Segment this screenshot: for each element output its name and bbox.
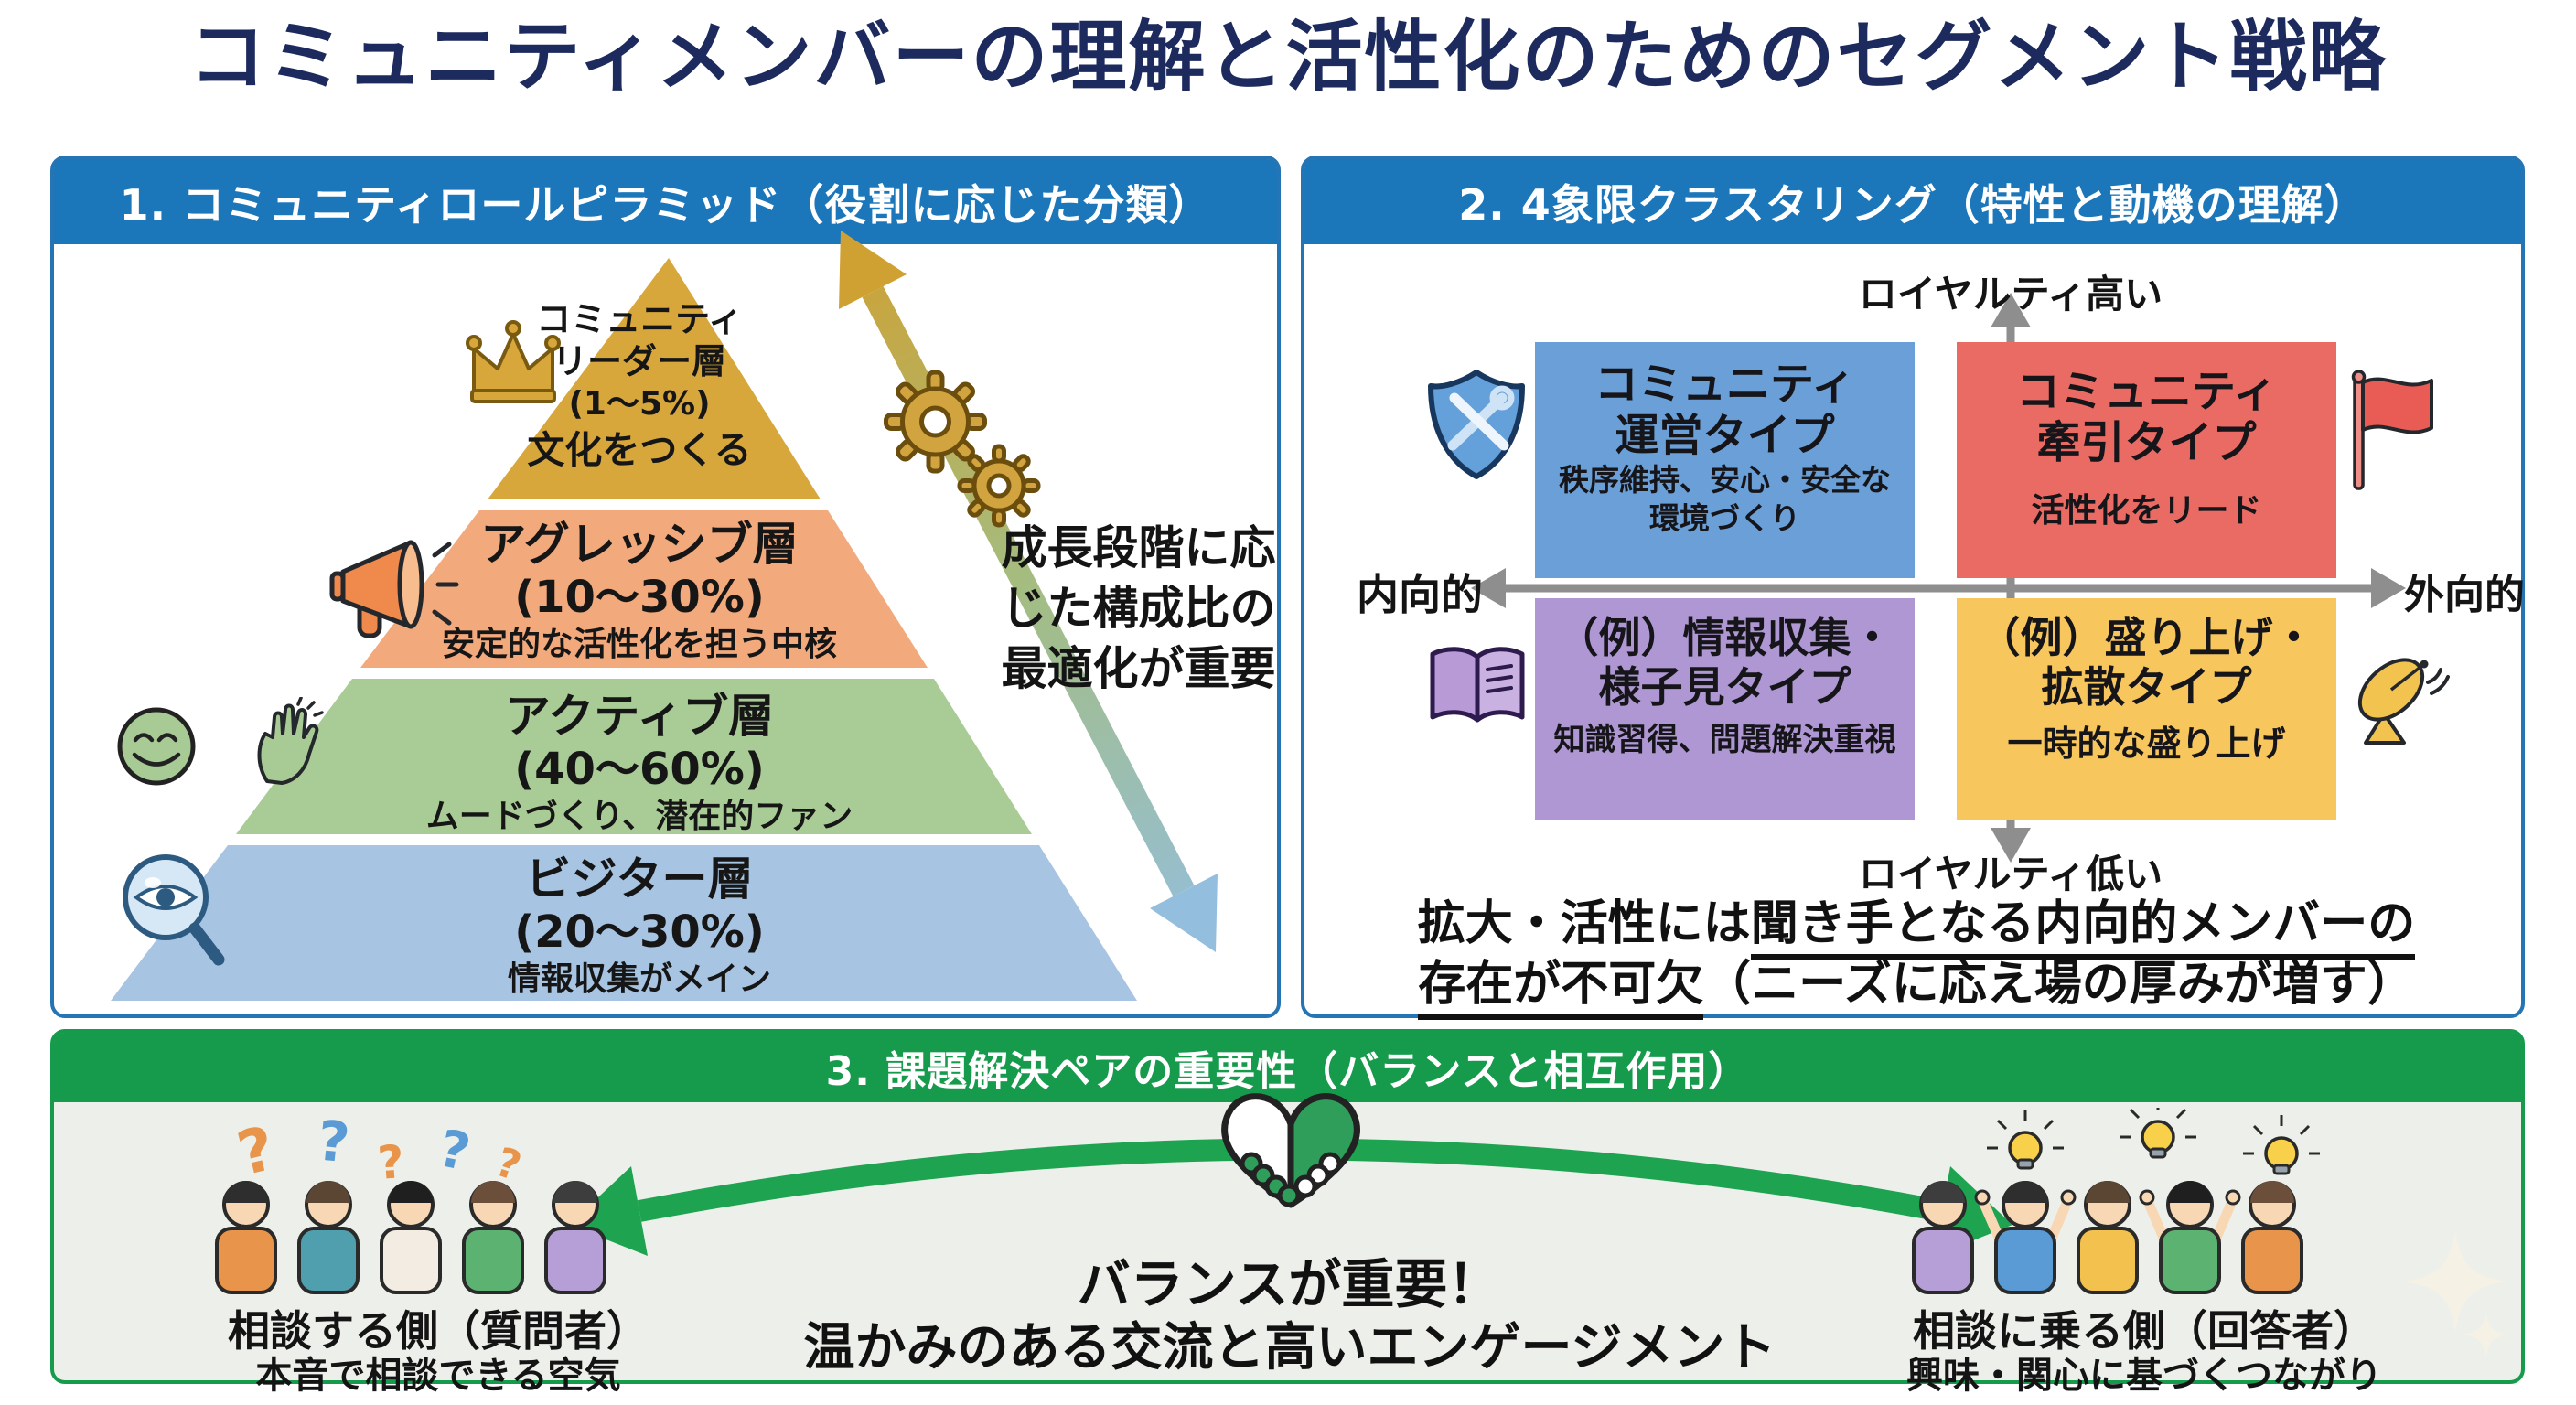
axis-label-extrovert: 外向的 <box>2404 572 2525 618</box>
svg-text:?: ? <box>376 1135 406 1190</box>
pyramid-active-text: アクティブ層 (40〜60%) ムードづくり、潜在的ファン <box>365 690 914 838</box>
balance-subline: 温かみのある交流と高いエンゲージメント <box>803 1318 1776 1378</box>
waving-hand-icon <box>257 697 324 785</box>
handshake-icon <box>1221 1093 1360 1208</box>
panel1-header: 1. コミュニティロールピラミッド（役割に応じた分類） <box>54 159 1277 244</box>
panel-problem-solving-pair: 3. 課題解決ペアの重要性（バランスと相互作用） ? ? ? ? ? <box>50 1029 2525 1397</box>
pyramid-aggressive-text: アグレッシブ層 (10〜30%) 安定的な活性化を担う中核 <box>365 518 914 666</box>
layer-desc: 文化をつくる <box>527 428 752 472</box>
layer-ratio: (10〜30%) <box>514 572 765 623</box>
megaphone-icon <box>329 540 459 638</box>
quadrant-desc: 秩序維持、安心・安全な 環境づくり <box>1559 462 1891 536</box>
panel3-header: 3. 課題解決ペアの重要性（バランスと相互作用） <box>54 1033 2521 1102</box>
crown-icon <box>466 320 561 403</box>
open-book-icon <box>1430 647 1525 723</box>
left-group-title: 相談する側（質問者） <box>228 1306 649 1356</box>
balance-headline: バランスが重要！ <box>1077 1253 1501 1315</box>
layer-ratio: (40〜60%) <box>514 744 765 795</box>
svg-text:?: ? <box>314 1109 352 1175</box>
panel-quadrant-clustering: 2. 4象限クラスタリング（特性と動機の理解） ロイヤルティ高い ロイヤルティ低… <box>1301 156 2528 1020</box>
quadrant-community-management: コミュニティ 運営タイプ 秩序維持、安心・安全な 環境づくり <box>1535 342 1915 578</box>
note-underlined: 聞き手となる内向的メンバーの <box>1750 896 2416 960</box>
growth-side-note: 成長段階に応 じた構成比の 最適化が重要 <box>1001 521 1276 695</box>
pyramid-layer-visitor <box>111 845 1137 1001</box>
layer-name: ビジター層 <box>525 853 754 906</box>
axis-label-loyalty-high: ロイヤルティ高い <box>1858 272 2163 316</box>
shield-tools-icon <box>1428 370 1525 479</box>
quadrant-desc: 知識習得、問題解決重視 <box>1553 722 1896 758</box>
satellite-dish-icon <box>2357 658 2450 745</box>
layer-desc: 情報収集がメイン <box>507 960 771 998</box>
red-flag-icon <box>2351 370 2433 490</box>
quadrant-info-gathering: （例）情報収集・ 様子見タイプ 知識習得、問題解決重視 <box>1535 598 1915 820</box>
pyramid-layer-leader <box>488 258 821 499</box>
quadrant-desc: 活性化をリード <box>2031 492 2262 530</box>
note-underlined: 存在が不可欠 <box>1418 957 1704 1020</box>
lightbulb-people-illustration <box>1912 1108 2320 1294</box>
quadrant-title: （例）盛り上げ・ 拡散タイプ <box>1978 613 2315 712</box>
panel2-note-line1: 拡大・活性には聞き手となる内向的メンバーの <box>1304 896 2528 960</box>
magnifier-eye-icon <box>123 854 225 966</box>
svg-text:?: ? <box>434 1119 475 1183</box>
layer-name: コミュニティ リーダー層 <box>536 299 743 381</box>
layer-ratio: (1〜5%) <box>568 385 711 423</box>
layer-desc: ムードづくり、潜在的ファン <box>425 798 853 835</box>
quadrant-title: コミュニティ 運営タイプ <box>1594 359 1856 461</box>
question-people-illustration: ? ? ? ? ? <box>215 1109 606 1294</box>
quadrant-title: コミュニティ 牽引タイプ <box>2015 366 2278 468</box>
sparkle-icon <box>2404 1230 2509 1358</box>
axis-label-loyalty-low: ロイヤルティ低い <box>1858 852 2163 896</box>
panel2-note-line2: 存在が不可欠（ニーズに応え場の厚みが増す） <box>1304 957 2528 1020</box>
gears-icon <box>884 370 1041 528</box>
layer-ratio: (20〜30%) <box>514 906 765 958</box>
quadrant-title: （例）情報収集・ 様子見タイプ <box>1556 613 1894 712</box>
quadrant-desc: 一時的な盛り上げ <box>2007 724 2286 764</box>
pyramid-graphic <box>111 231 1218 1001</box>
quadrant-community-leading: コミュニティ 牽引タイプ 活性化をリード <box>1957 342 2336 578</box>
lightbulb-icon <box>1987 1108 2320 1175</box>
panel-role-pyramid: 1. コミュニティロールピラミッド（役割に応じた分類） コミュニティ リーダー層… <box>50 156 1281 1018</box>
pyramid-layer-aggressive <box>360 510 928 668</box>
smiley-icon <box>117 707 196 786</box>
layer-name: アクティブ層 <box>504 690 775 743</box>
pyramid-visitor-text: ビジター層 (20〜30%) 情報収集がメイン <box>365 853 914 1001</box>
pyramid-leader-text: コミュニティ リーダー層 (1〜5%) 文化をつくる <box>365 298 914 474</box>
right-group-title: 相談に乗る側（回答者） <box>1913 1306 2376 1356</box>
note-plain: 拡大・活性には <box>1417 896 1751 951</box>
right-group-desc: 興味・関心に基づくつながり <box>1906 1355 2382 1397</box>
layer-name: アグレッシブ層 <box>480 518 799 571</box>
pyramid-layer-active <box>236 679 1032 834</box>
svg-text:?: ? <box>231 1113 282 1190</box>
axis-label-introvert: 内向的 <box>1357 570 1483 619</box>
panel2-header: 2. 4象限クラスタリング（特性と動機の理解） <box>1304 159 2521 244</box>
quadrant-hype-spreading: （例）盛り上げ・ 拡散タイプ 一時的な盛り上げ <box>1957 598 2336 820</box>
note-plain: （ニーズに応え場の厚みが増す） <box>1703 957 2415 1012</box>
layer-desc: 安定的な活性化を担う中核 <box>441 626 837 663</box>
left-group-desc: 本音で相談できる空気 <box>255 1355 621 1397</box>
page-title: コミュニティメンバーの理解と活性化のためのセグメント戦略 <box>188 12 2388 102</box>
